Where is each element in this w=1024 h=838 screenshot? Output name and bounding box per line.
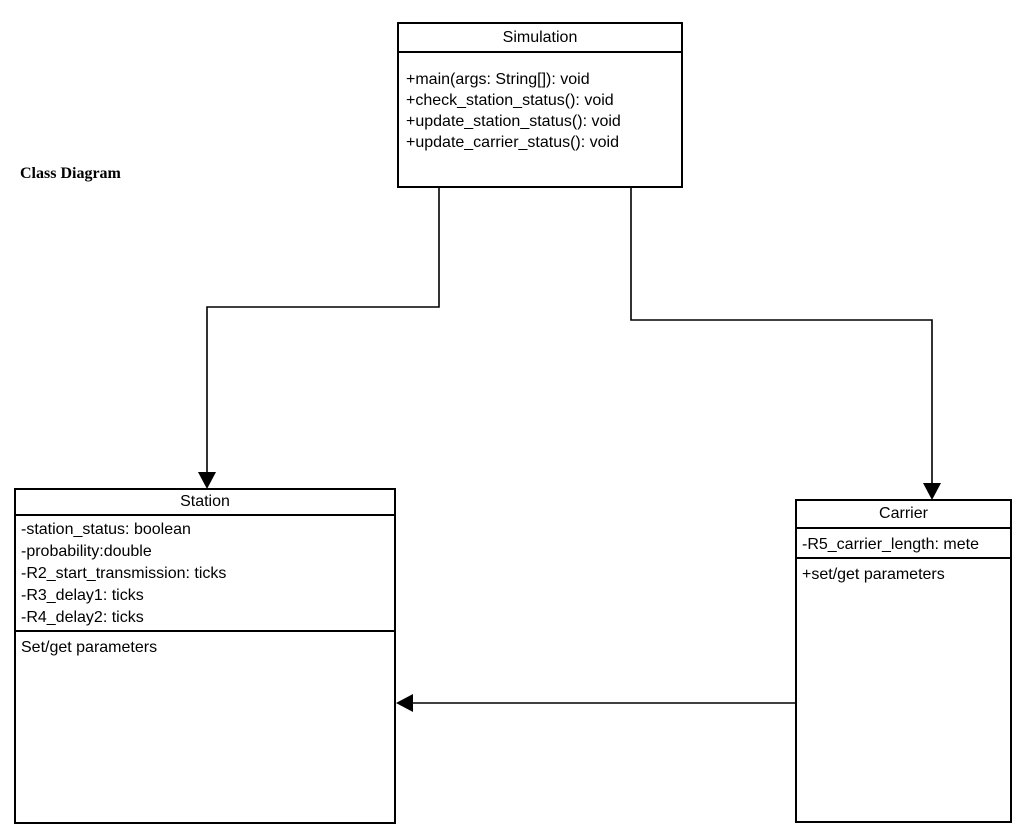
attribute-item: -R3_delay1: ticks xyxy=(21,587,144,604)
method-item: +set/get parameters xyxy=(802,566,945,583)
method-item: +main(args: String[]): void xyxy=(406,71,590,88)
diagram-title: Class Diagram xyxy=(20,165,121,182)
connector-line xyxy=(206,188,440,473)
simulation-methods-section: +main(args: String[]): void +check_stati… xyxy=(399,53,681,153)
connector-simulation-to-station[interactable] xyxy=(198,188,440,489)
attribute-item: -R5_carrier_length: mete xyxy=(802,536,979,553)
class-box-station[interactable]: Station -station_status: boolean -probab… xyxy=(14,488,396,824)
class-box-carrier[interactable]: Carrier -R5_carrier_length: mete +set/ge… xyxy=(795,499,1012,823)
attribute-item: -station_status: boolean xyxy=(21,521,191,538)
station-attributes-section: -station_status: boolean -probability:do… xyxy=(16,516,394,632)
attribute-item: -probability:double xyxy=(21,543,152,560)
attribute-item: -R2_start_transmission: ticks xyxy=(21,565,227,582)
connector-carrier-to-station[interactable] xyxy=(396,694,795,712)
class-title-carrier: Carrier xyxy=(797,501,1010,529)
arrowhead-left-icon xyxy=(396,694,413,712)
attribute-item: -R4_delay2: ticks xyxy=(21,609,144,626)
class-box-simulation[interactable]: Simulation +main(args: String[]): void +… xyxy=(397,22,683,188)
arrowhead-down-icon xyxy=(198,472,216,489)
method-item: Set/get parameters xyxy=(21,639,158,656)
carrier-attributes-section: -R5_carrier_length: mete xyxy=(797,529,1010,559)
method-item: +check_station_status(): void xyxy=(406,92,614,109)
arrowhead-down-icon xyxy=(923,483,941,500)
class-title-station: Station xyxy=(16,490,394,516)
method-item: +update_station_status(): void xyxy=(406,113,621,130)
method-item: +update_carrier_status(): void xyxy=(406,134,619,151)
connector-line xyxy=(630,188,933,484)
connector-simulation-to-carrier[interactable] xyxy=(630,188,941,500)
station-methods-section: Set/get parameters xyxy=(16,632,394,658)
class-title-simulation: Simulation xyxy=(399,24,681,53)
carrier-methods-section: +set/get parameters xyxy=(797,559,1010,586)
